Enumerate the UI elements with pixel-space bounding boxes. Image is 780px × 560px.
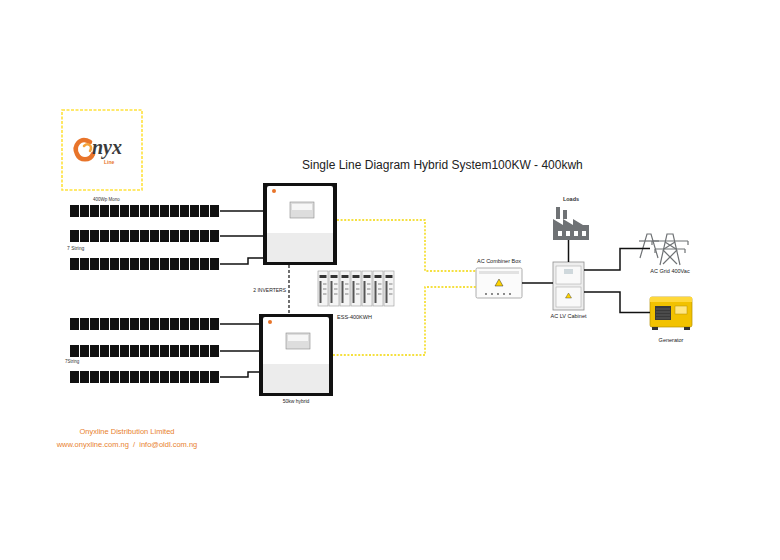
connector-line xyxy=(584,249,650,271)
node-label: Generator xyxy=(571,337,771,343)
loads-icon: Loads xyxy=(552,205,590,240)
ac-lv-cabinet: AC LV Cabinet xyxy=(553,262,584,310)
generator-icon: Generator xyxy=(650,295,692,330)
inverter-note: 2 INVERTERS xyxy=(86,288,286,294)
diagram-title: Single Line Diagram Hybrid System100KW -… xyxy=(302,159,583,173)
string-note: 7 String xyxy=(67,246,84,252)
node-label: Line xyxy=(104,160,114,166)
node-label: AC Combiner Box xyxy=(399,258,599,264)
node-label: Loads xyxy=(471,196,671,202)
node-label: 50kw hybrid xyxy=(196,399,396,405)
hybrid-inverter: 50kw hybrid xyxy=(259,314,333,396)
connector-line xyxy=(522,283,553,284)
hybrid-inverter xyxy=(263,183,337,265)
connector-line xyxy=(568,240,569,262)
ac-combiner-box: AC Combiner Box xyxy=(476,268,522,298)
connector-line xyxy=(584,292,650,313)
node-label: nyx xyxy=(92,136,122,159)
company-name: Onyxline Distribution Limited xyxy=(27,428,227,437)
node-label: AC LV Cabinet xyxy=(469,313,669,319)
connector-line xyxy=(289,265,290,314)
string-note: 400Wp Mono xyxy=(93,197,120,202)
node-label: ESS-400KWH xyxy=(255,314,455,320)
ess-battery: ESS-400KWH xyxy=(313,268,396,308)
node-label: AC Grid 400Vac xyxy=(570,268,770,274)
ac-grid-icon: AC Grid 400Vac xyxy=(650,232,690,265)
logo-box: nyxLine xyxy=(62,110,142,190)
connector-line xyxy=(337,220,476,271)
connector-line xyxy=(333,287,476,355)
string-note: 7String xyxy=(65,359,79,364)
contact-line: www.onyxline.com.ng / info@oldl.com.ng xyxy=(27,441,227,450)
